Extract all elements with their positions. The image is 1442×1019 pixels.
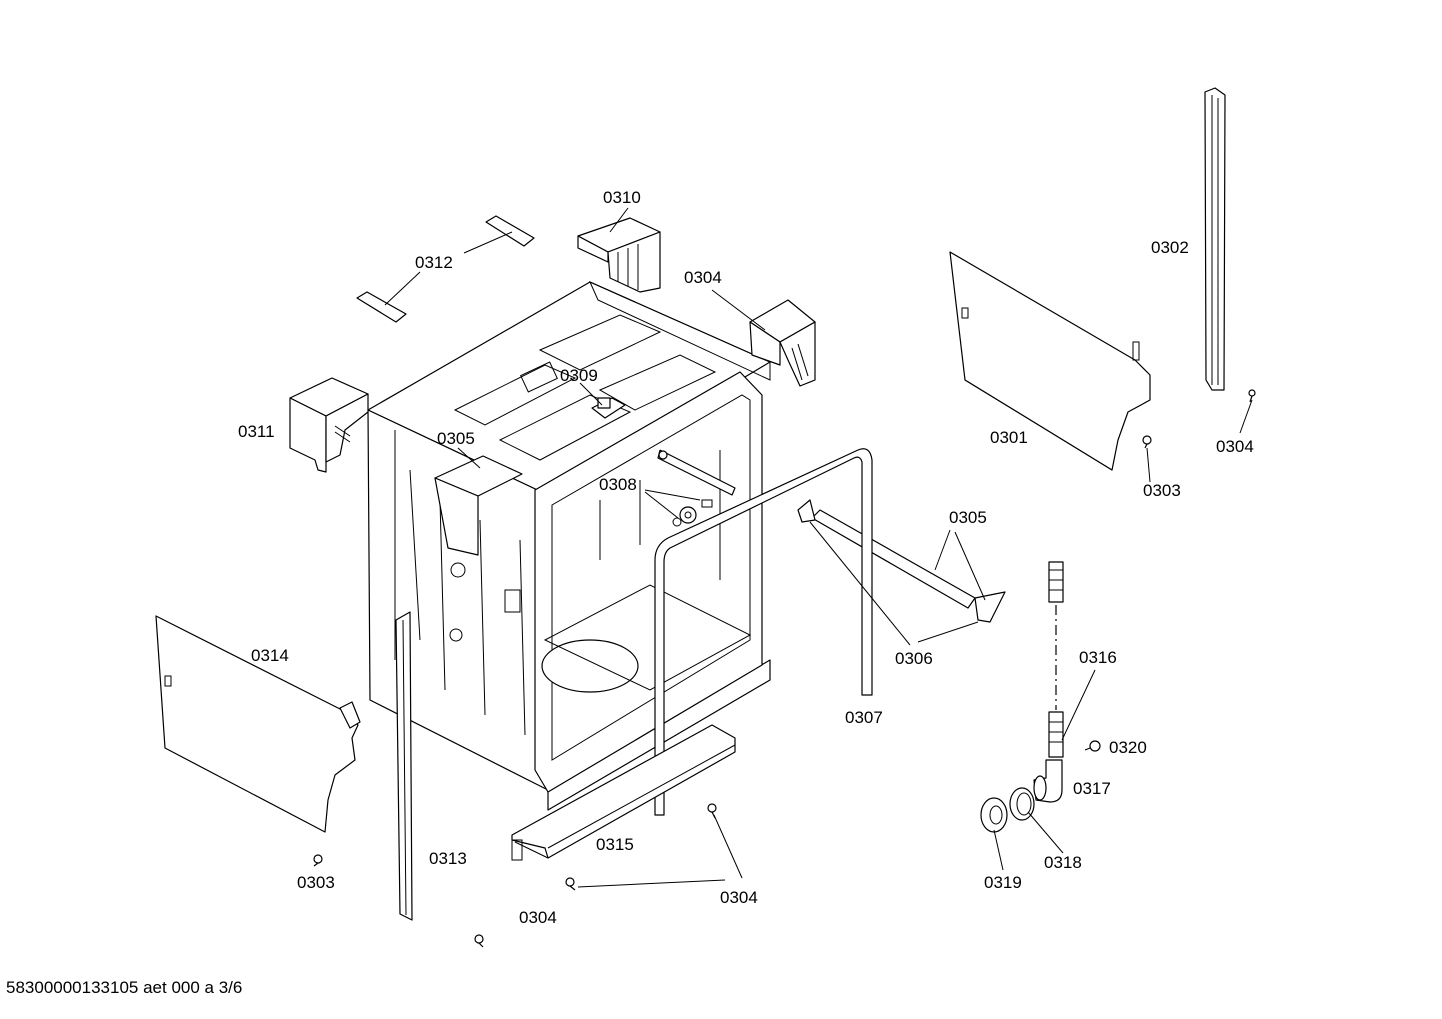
bracket-0305 [434,455,523,556]
screw-0304-c [565,877,576,891]
seal-0307 [654,448,873,816]
label-0316: 0316 [1079,648,1117,667]
label-0319: 0319 [984,873,1022,892]
panel-0301 [949,251,1151,471]
label-0309: 0309 [560,366,598,385]
panel-0314 [155,615,361,833]
clip-0312-b [356,291,407,323]
label-0317: 0317 [1073,779,1111,798]
label-0304-top: 0304 [684,268,722,287]
label-0312: 0312 [415,253,453,272]
label-0307: 0307 [845,708,883,727]
label-0302: 0302 [1151,238,1189,257]
label-0304-bottom: 0304 [519,908,557,927]
bracket-0310 [577,217,661,293]
screw-0304-b [474,934,484,948]
label-0301: 0301 [990,428,1028,447]
hinge-0308 [657,449,736,527]
label-0306: 0306 [895,649,933,668]
screw-0303-right [1142,435,1152,449]
rail-0313 [395,611,413,921]
nut-0319 [980,797,1008,833]
drawing-reference-number: 58300000133105 aet 000 a 3/6 [6,978,243,997]
screw-0303-left [313,854,323,867]
label-0318: 0318 [1044,853,1082,872]
screw-0304-d [707,803,717,819]
bar-0305 [797,499,1006,623]
label-0305-bar: 0305 [949,508,987,527]
rail-0315 [511,724,736,861]
label-0308: 0308 [599,475,637,494]
screw-0320 [1084,740,1101,752]
label-0314: 0314 [251,646,289,665]
hose-0316 [1048,561,1064,758]
label-0304-right: 0304 [1216,437,1254,456]
leader-lines [384,207,1253,888]
clip-0309 [591,397,626,419]
label-0303-left: 0303 [297,873,335,892]
screw-0304-right [1248,389,1256,403]
label-0313: 0313 [429,849,467,868]
label-0311: 0311 [238,422,275,441]
label-0303-right: 0303 [1143,481,1181,500]
clip-0312-a [485,215,535,247]
rail-0302 [1204,87,1226,391]
bracket-0311 [289,377,369,473]
part-labels: 0310 0312 0304 0302 0309 0311 0305 0301 … [238,188,1254,927]
label-0310: 0310 [603,188,641,207]
label-0304-bottom-right: 0304 [720,888,758,907]
label-0305-tub: 0305 [437,429,475,448]
bracket-0304-top [749,299,816,387]
label-0315: 0315 [596,835,634,854]
label-0320: 0320 [1109,738,1147,757]
elbow-0317 [1033,759,1063,803]
